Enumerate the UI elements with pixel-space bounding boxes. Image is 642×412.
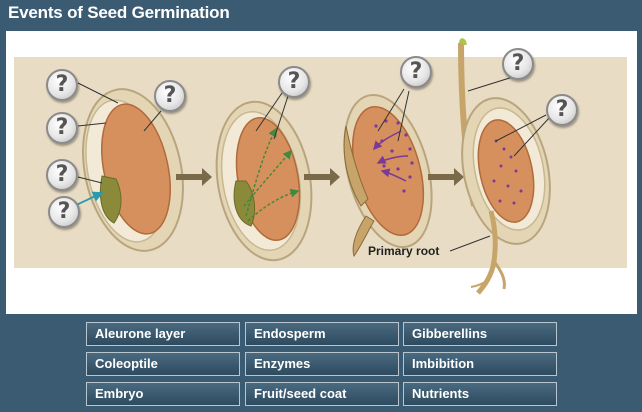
process-arrow-1 [176, 168, 212, 186]
term-enzymes[interactable]: Enzymes [245, 352, 399, 376]
seed-1 [60, 82, 184, 252]
drop-target-1[interactable]: ? [46, 69, 78, 101]
term-aleurone-layer[interactable]: Aleurone layer [86, 322, 240, 346]
term-imbibition[interactable]: Imbibition [403, 352, 557, 376]
seed-2 [215, 92, 313, 262]
drop-target-7[interactable]: ? [400, 56, 432, 88]
process-arrow-2 [304, 168, 340, 186]
drop-target-8[interactable]: ? [502, 48, 534, 80]
seed-3 [343, 88, 433, 258]
drop-target-5[interactable]: ? [154, 80, 186, 112]
term-endosperm[interactable]: Endosperm [245, 322, 399, 346]
drop-target-9[interactable]: ? [546, 94, 578, 126]
seed-4 [449, 38, 551, 295]
drop-target-6[interactable]: ? [278, 66, 310, 98]
process-arrow-3 [428, 168, 464, 186]
term-fruit-seed-coat[interactable]: Fruit/seed coat [245, 382, 399, 406]
term-embryo[interactable]: Embryo [86, 382, 240, 406]
diagram-panel: Primary root [6, 31, 637, 314]
drop-target-2[interactable]: ? [46, 112, 78, 144]
drop-target-3[interactable]: ? [46, 159, 78, 191]
term-nutrients[interactable]: Nutrients [403, 382, 557, 406]
drop-target-4[interactable]: ? [48, 196, 80, 228]
primary-root-label: Primary root [368, 244, 440, 258]
term-coleoptile[interactable]: Coleoptile [86, 352, 240, 376]
germination-diagram [14, 38, 627, 295]
term-gibberellins[interactable]: Gibberellins [403, 322, 557, 346]
page-title: Events of Seed Germination [8, 3, 230, 22]
